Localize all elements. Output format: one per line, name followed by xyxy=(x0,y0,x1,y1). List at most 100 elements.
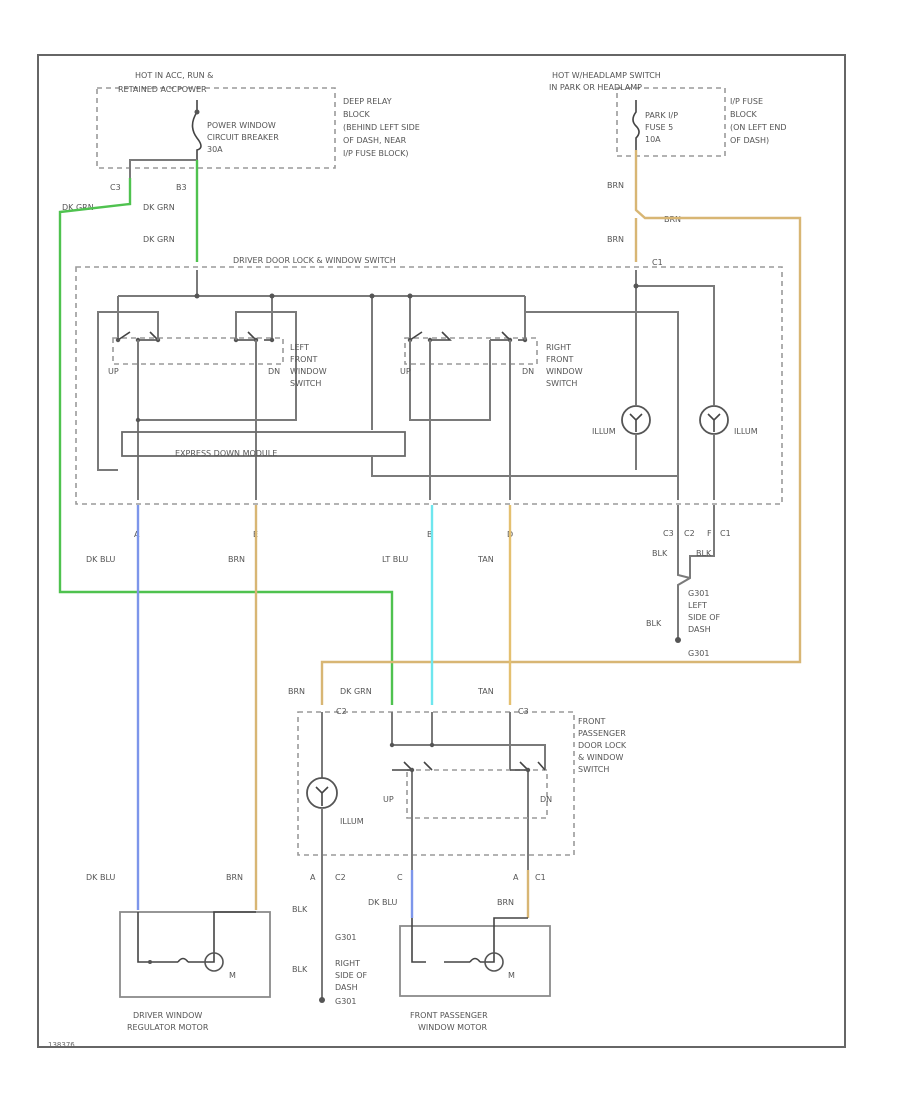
ground-pin-c2: C2 xyxy=(684,529,695,538)
fuse-label-2: FUSE 5 xyxy=(645,123,673,132)
ground-dash-label: DASH xyxy=(688,625,711,634)
right-window-label-1: RIGHT xyxy=(546,343,571,352)
bottom-pin-a: A xyxy=(310,873,316,882)
driver-motor-symbol xyxy=(204,952,224,972)
relay-block-box xyxy=(96,87,336,169)
pass-switch-wires xyxy=(321,712,546,880)
fuse-block-box xyxy=(616,87,726,157)
pass-motor-m: M xyxy=(508,971,515,980)
ls-dot-6 xyxy=(269,337,275,343)
driver-switch-bus xyxy=(117,270,526,430)
illum-lamp-left-filament xyxy=(629,413,643,432)
ground-left-label: LEFT xyxy=(688,601,707,610)
illum-lamp-wires xyxy=(635,434,715,500)
diagram-frame xyxy=(37,54,846,1048)
pass-tan-label: TAN xyxy=(477,687,494,696)
ground-blk-1: BLK xyxy=(652,549,668,558)
pin-c3-label: C3 xyxy=(110,183,121,192)
bottom-side-label: SIDE OF xyxy=(335,971,367,980)
bottom-pin-c: C xyxy=(397,873,403,882)
bottom-g301-2: G301 xyxy=(335,997,356,1006)
right-switch-wires xyxy=(409,311,679,500)
ground-wires-driver xyxy=(677,505,715,640)
illum-bus xyxy=(635,270,715,405)
park-headlamp-label: IN PARK OR HEADLAMP xyxy=(549,83,642,92)
bottom-pin-c2: C2 xyxy=(335,873,346,882)
ground-blk-2: BLK xyxy=(696,549,712,558)
left-window-label-3: WINDOW xyxy=(290,367,327,376)
ground-g301-label: G301 xyxy=(688,589,709,598)
wire-dk-grn-b: DK GRN xyxy=(143,203,175,212)
hot-in-acc-label: HOT IN ACC, RUN & xyxy=(135,71,213,80)
right-window-label-4: SWITCH xyxy=(546,379,577,388)
pass-dn-label: DN xyxy=(540,795,552,804)
illum-label-left: ILLUM xyxy=(592,427,616,436)
right-switch-contacts xyxy=(409,331,525,341)
ground-side-label: SIDE OF xyxy=(688,613,720,622)
bottom-pin-c1: C1 xyxy=(535,873,546,882)
pass-switch-contacts xyxy=(392,761,546,771)
wire-brn-label: BRN xyxy=(228,555,245,564)
left-window-label-4: SWITCH xyxy=(290,379,321,388)
bottom-blk-1: BLK xyxy=(292,905,308,914)
bottom-brn-left: BRN xyxy=(226,873,243,882)
ip-block-label-4: OF DASH) xyxy=(730,136,769,145)
wire-dk-blu-label: DK BLU xyxy=(86,555,115,564)
wire-brn-1: BRN xyxy=(607,181,624,190)
bottom-dk-blu-left: DK BLU xyxy=(86,873,115,882)
wire-dk-grn-a: DK GRN xyxy=(62,203,94,212)
ground-g301-dot xyxy=(675,637,681,643)
express-down-label: EXPRESS DOWN MODULE xyxy=(175,449,277,458)
fuse-label-1: PARK I/P xyxy=(645,111,678,120)
illum-label-right: ILLUM xyxy=(734,427,758,436)
right-window-switch-box xyxy=(404,337,538,365)
wire-brn-3: BRN xyxy=(607,235,624,244)
pass-dk-grn-label: DK GRN xyxy=(340,687,372,696)
right-window-label-2: FRONT xyxy=(546,355,573,364)
green-wire-c3 xyxy=(58,178,394,705)
pass-pin-c3: C3 xyxy=(518,707,529,716)
footer-id: 138376 xyxy=(48,1041,75,1049)
pass-pin-c2: C2 xyxy=(336,707,347,716)
bottom-dash-label: DASH xyxy=(335,983,358,992)
bottom-g301-1: G301 xyxy=(335,933,356,942)
express-down-module xyxy=(121,431,406,457)
wire-tan-label: TAN xyxy=(477,555,494,564)
wire-lt-blu-label: LT BLU xyxy=(382,555,408,564)
right-dn-label: DN xyxy=(522,367,534,376)
ls-dot-1 xyxy=(115,337,121,343)
pin-b3-label: B3 xyxy=(176,183,187,192)
ps-dot-2 xyxy=(389,742,395,748)
pass-motor-wiring xyxy=(411,917,528,963)
left-window-label-1: LEFT xyxy=(290,343,309,352)
circuit-breaker-label-1: POWER WINDOW xyxy=(207,121,276,130)
ground-pin-c1: C1 xyxy=(720,529,731,538)
pass-illum-label: ILLUM xyxy=(340,817,364,826)
pass-title-4: & WINDOW xyxy=(578,753,623,762)
ground-blk-3: BLK xyxy=(646,619,662,628)
ls-dot-7 xyxy=(135,417,141,423)
relay-block-label-5: I/P FUSE BLOCK) xyxy=(343,149,408,158)
left-window-switch-box xyxy=(112,337,284,365)
pass-up-label: UP xyxy=(383,795,394,804)
ps-dot-4 xyxy=(525,767,531,773)
right-up-label: UP xyxy=(400,367,411,376)
bus-dot-1 xyxy=(194,293,200,299)
ip-block-label-2: BLOCK xyxy=(730,110,758,119)
left-window-label-2: FRONT xyxy=(290,355,317,364)
pass-window-switch-inner xyxy=(406,769,548,819)
hot-headlamp-label: HOT W/HEADLAMP SWITCH xyxy=(552,71,661,80)
left-up-label: UP xyxy=(108,367,119,376)
module-wires xyxy=(371,456,678,477)
driver-motor-coil xyxy=(177,957,189,963)
pass-illum-filament xyxy=(315,786,329,806)
pass-motor-label-1: FRONT PASSENGER xyxy=(410,1011,488,1020)
ground-pin-c3: C3 xyxy=(663,529,674,538)
bus-dot-5 xyxy=(633,283,639,289)
bottom-dk-blu-right: DK BLU xyxy=(368,898,397,907)
ps-dot-3 xyxy=(409,767,415,773)
fuse-label-3: 10A xyxy=(645,135,661,144)
pass-title-5: SWITCH xyxy=(578,765,609,774)
wire-dk-grn-c: DK GRN xyxy=(143,235,175,244)
